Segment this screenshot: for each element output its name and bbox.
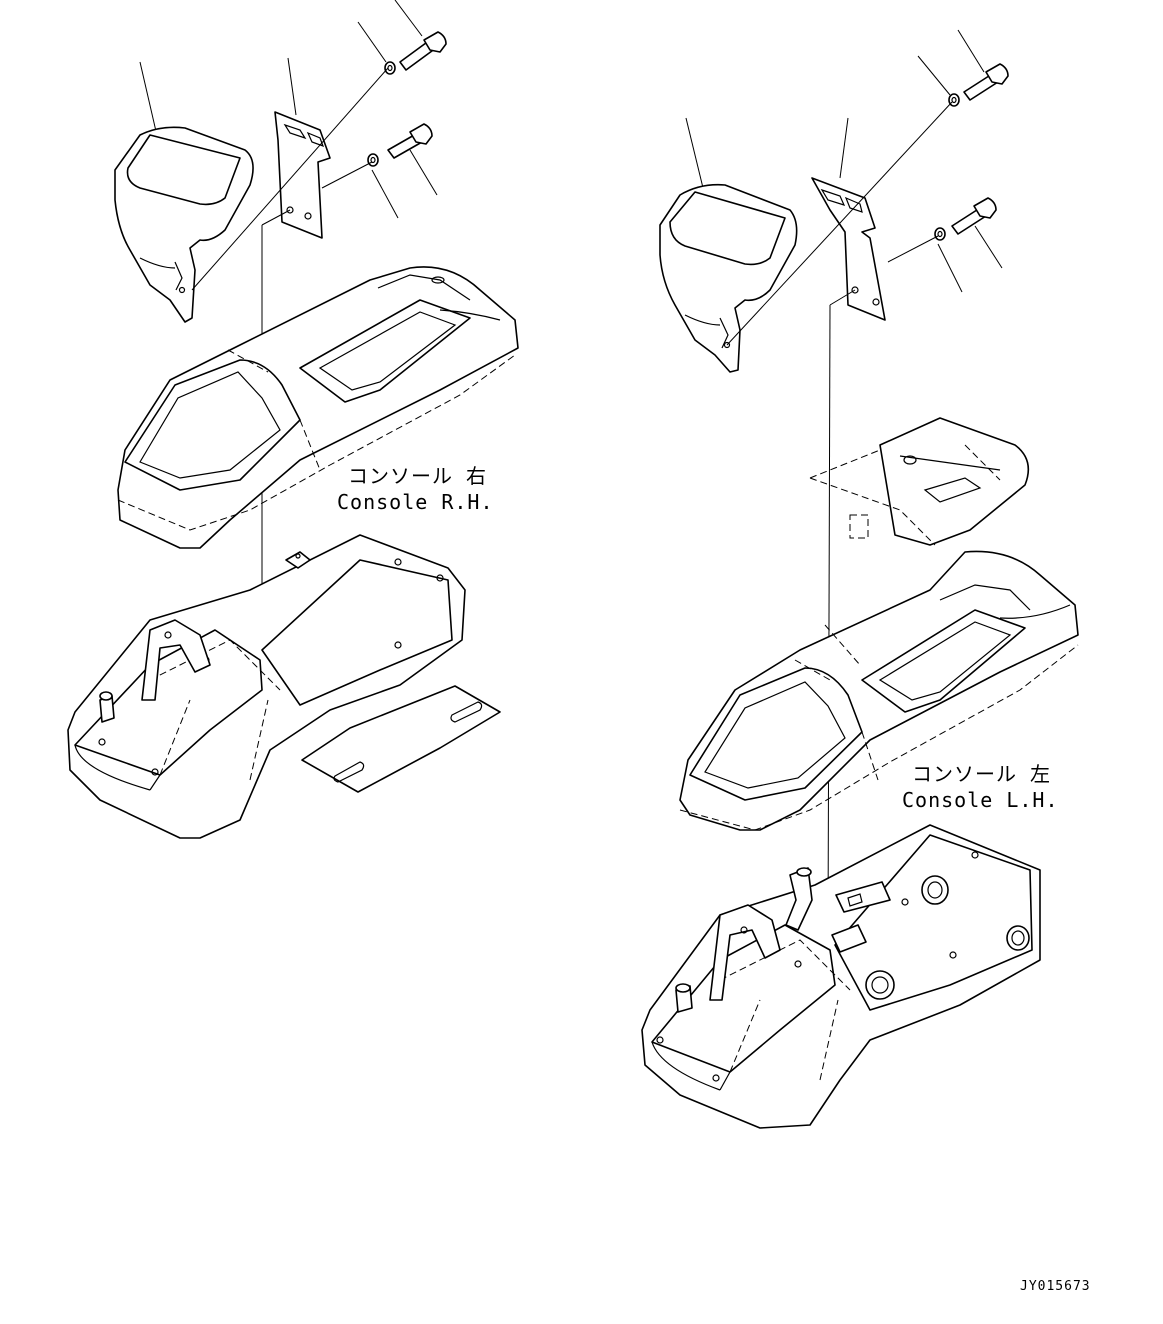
lh-grip-cover: [659, 183, 798, 373]
rh-lower-console-base: [67, 534, 501, 839]
rh-console-assembly: [67, 0, 519, 839]
lh-bracket: [811, 177, 886, 321]
lh-console-assembly: [641, 29, 1079, 1129]
rh-upper-console-shell: [117, 266, 519, 549]
rh-console-label-en: Console R.H.: [337, 490, 494, 514]
figure-id: JY015673: [1020, 1279, 1091, 1294]
lh-leader-lines: [685, 29, 1003, 293]
rh-bolt-upper: [384, 31, 447, 75]
lh-bolt-upper: [948, 63, 1009, 107]
rh-bolt-lower: [367, 123, 433, 167]
lh-lower-console-base: [641, 824, 1041, 1129]
lh-bolt-lower: [934, 197, 997, 241]
rh-grip-cover: [114, 126, 254, 323]
rh-leader-lines: [139, 0, 438, 219]
lh-upper-console-shell: [679, 550, 1079, 831]
lh-console-label-jp: コンソール 左: [912, 762, 1052, 786]
lh-armrest-pad: [809, 417, 1030, 546]
lh-console-label-en: Console L.H.: [902, 788, 1059, 812]
rh-console-label-jp: コンソール 右: [348, 464, 488, 488]
rh-bracket: [274, 111, 331, 239]
